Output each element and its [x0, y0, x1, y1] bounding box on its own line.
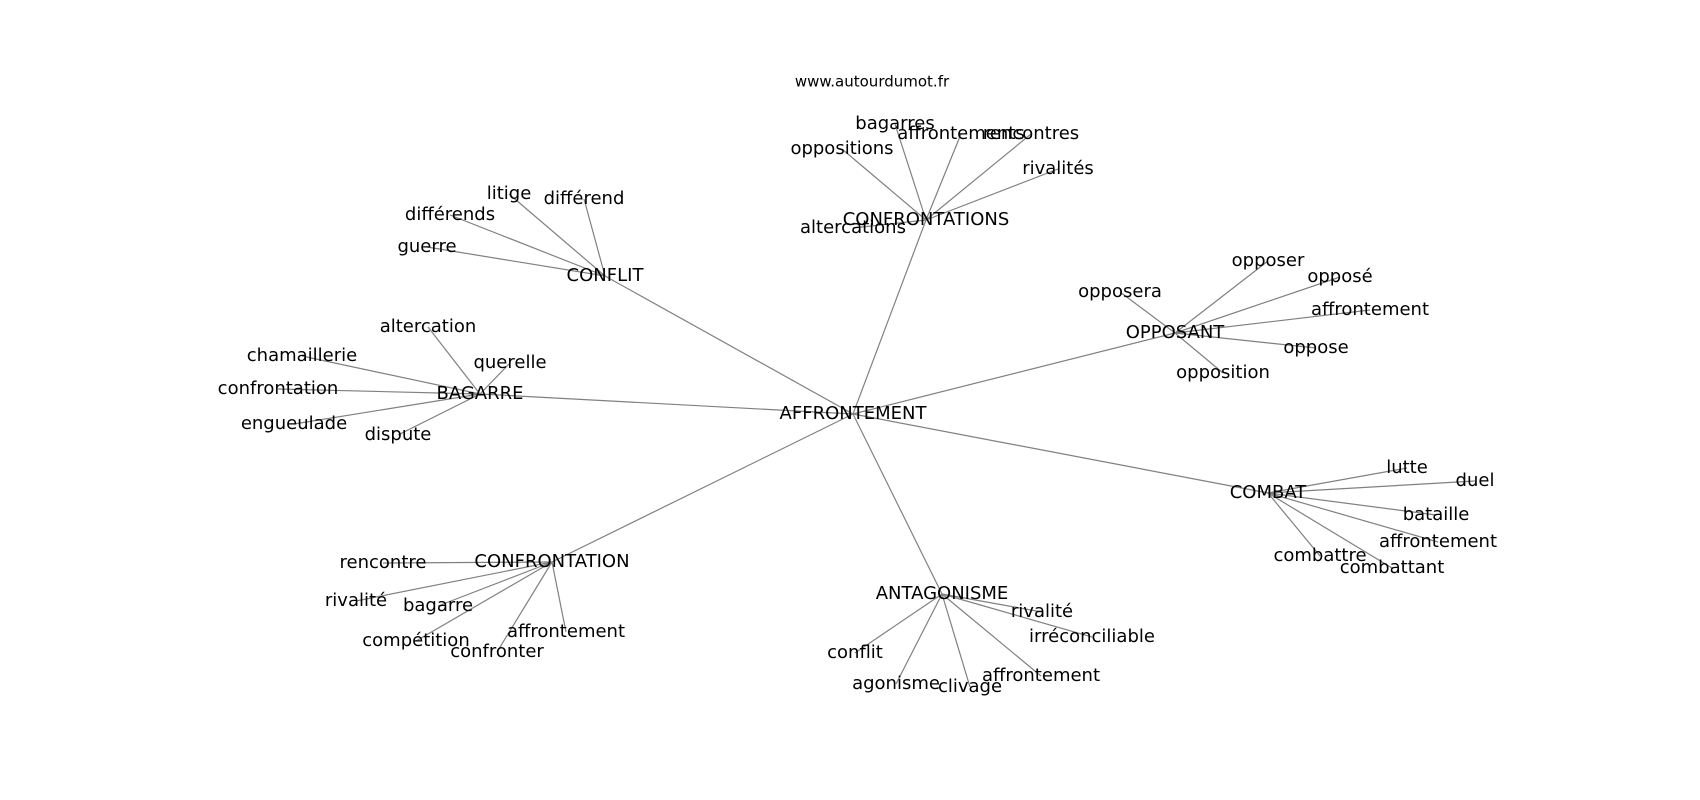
edge-center-combat: [852, 413, 1269, 494]
edge-antagonisme-leaf: [854, 593, 943, 654]
leaf-node: affrontement: [1379, 531, 1497, 552]
leaf-node: guerre: [397, 236, 456, 257]
hub-node-confrontations: CONFRONTATIONS: [843, 209, 1010, 230]
leaf-node: rencontre: [340, 552, 427, 573]
edge-combat-leaf: [1267, 492, 1321, 557]
leaf-node: querelle: [473, 352, 546, 373]
edge-confrontation-leaf: [437, 561, 553, 607]
leaf-node: bataille: [1403, 504, 1470, 525]
leaf-node: altercations: [800, 217, 906, 238]
leaf-node: opposé: [1307, 266, 1372, 287]
leaf-node: conflit: [827, 642, 883, 663]
edge-confrontations-leaf: [925, 133, 962, 221]
leaf-node: opposer: [1232, 250, 1305, 271]
edge-confrontation-leaf: [382, 561, 553, 564]
edge-opposant-leaf: [1174, 332, 1224, 374]
leaf-node: rivalité: [1011, 601, 1073, 622]
leaf-node: dispute: [365, 424, 432, 445]
hub-node-opposant: OPPOSANT: [1126, 322, 1226, 343]
edge-combat-leaf: [1267, 492, 1393, 569]
edge-bagarre-leaf: [293, 393, 481, 425]
edge-opposant-leaf: [1174, 332, 1317, 349]
edge-layer: [277, 123, 1476, 688]
leaf-node: confronter: [450, 641, 544, 662]
edge-confrontation-leaf: [496, 561, 553, 653]
leaf-node: rivalités: [1022, 158, 1094, 179]
edge-center-antagonisme: [852, 413, 943, 595]
edge-conflit-leaf: [426, 246, 606, 277]
edge-confrontations-leaf: [852, 219, 927, 229]
edge-confrontations-leaf: [894, 123, 927, 221]
edge-antagonisme-leaf: [941, 593, 1042, 677]
leaf-node: lutte: [1386, 457, 1428, 478]
leaf-node: chamaillerie: [247, 345, 357, 366]
leaf-node: rivalité: [325, 590, 387, 611]
edge-opposant-leaf: [1174, 309, 1371, 334]
edge-bagarre-leaf: [427, 326, 481, 395]
edge-confrontations-leaf: [925, 133, 1032, 221]
label-layer: AFFRONTEMENTCONFRONTATIONSbagarresaffron…: [218, 113, 1497, 697]
leaf-node: duel: [1456, 470, 1495, 491]
edge-confrontation-leaf: [415, 561, 553, 642]
edge-combat-leaf: [1267, 492, 1439, 543]
edge-center-bagarre: [479, 393, 854, 415]
edge-confrontations-leaf: [841, 148, 927, 221]
edge-bagarre-leaf: [277, 388, 481, 395]
leaf-node: bagarre: [403, 595, 473, 616]
leaf-node: différend: [544, 188, 625, 209]
edge-bagarre-leaf: [301, 355, 481, 395]
edge-conflit-leaf: [508, 193, 606, 277]
leaf-node: engueulade: [241, 413, 347, 434]
edge-center-conflit: [604, 275, 854, 415]
hub-node-antagonisme: ANTAGONISME: [876, 583, 1009, 604]
leaf-node: affrontement: [1311, 299, 1429, 320]
edge-combat-leaf: [1267, 492, 1437, 516]
edge-center-confrontations: [852, 219, 927, 415]
leaf-node: oppositions: [790, 138, 893, 159]
edge-antagonisme-leaf: [941, 593, 1043, 613]
edge-confrontation-leaf: [355, 561, 553, 602]
edge-confrontation-leaf: [551, 561, 567, 633]
leaf-node: affrontement: [507, 621, 625, 642]
leaf-node: affrontements: [897, 123, 1024, 144]
leaf-node: litige: [487, 183, 532, 204]
edge-combat-leaf: [1267, 480, 1476, 494]
edge-antagonisme-leaf: [941, 593, 971, 688]
leaf-node: compétition: [362, 630, 469, 651]
hub-node-confrontation: CONFRONTATION: [474, 551, 629, 572]
edge-bagarre-leaf: [479, 362, 511, 395]
leaf-node: confrontation: [218, 378, 339, 399]
leaf-node: combattre: [1273, 545, 1366, 566]
edge-antagonisme-leaf: [941, 593, 1093, 638]
leaf-node: altercation: [380, 316, 477, 337]
leaf-node: irréconciliable: [1029, 626, 1155, 647]
edge-conflit-leaf: [583, 198, 606, 277]
edge-combat-leaf: [1267, 467, 1408, 494]
edge-center-opposant: [852, 332, 1176, 415]
edge-opposant-leaf: [1174, 276, 1341, 334]
edge-antagonisme-leaf: [895, 593, 943, 685]
hub-node-bagarre: BAGARRE: [437, 383, 524, 404]
leaf-node: oppose: [1283, 337, 1348, 358]
leaf-node: affrontement: [982, 665, 1100, 686]
leaf-node: combattant: [1340, 557, 1445, 578]
center-node: AFFRONTEMENT: [780, 403, 928, 424]
leaf-node: différends: [405, 204, 495, 225]
leaf-node: clivage: [938, 676, 1002, 697]
edge-bagarre-leaf: [397, 393, 481, 436]
edge-opposant-leaf: [1174, 260, 1269, 334]
leaf-node: bagarres: [855, 113, 934, 134]
edge-conflit-leaf: [449, 214, 606, 277]
hub-node-combat: COMBAT: [1230, 482, 1308, 503]
leaf-node: rencontres: [983, 123, 1079, 144]
hub-node-conflit: CONFLIT: [567, 265, 645, 286]
leaf-node: agonisme: [852, 673, 940, 694]
site-credit: www.autourdumot.fr: [795, 73, 950, 91]
edge-confrontations-leaf: [925, 168, 1059, 221]
edge-center-confrontation: [551, 413, 854, 563]
leaf-node: opposition: [1176, 362, 1270, 383]
edge-opposant-leaf: [1119, 291, 1176, 334]
leaf-node: opposera: [1078, 281, 1162, 302]
